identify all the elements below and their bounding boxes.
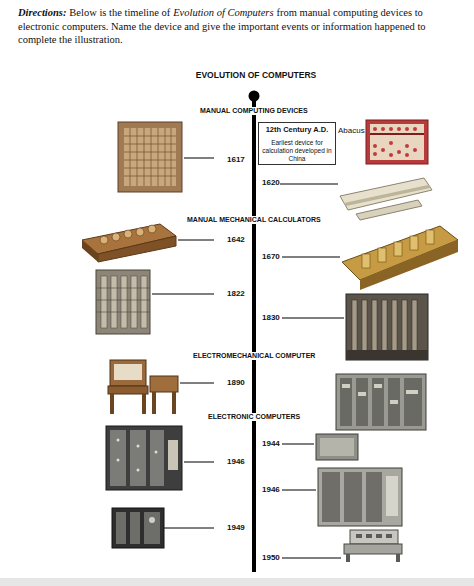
event-box: 12th Century A.D. Earliest device for cal… [258, 122, 336, 165]
year-label: 1949 [227, 523, 245, 532]
timeline-line [252, 96, 256, 572]
univac-console-picture [344, 530, 402, 562]
bottom-band [0, 578, 474, 586]
year-label: 1944 [262, 439, 280, 448]
analytical-engine-picture [346, 294, 428, 360]
device-name: Abacus [338, 126, 365, 135]
directions-paragraph: Directions:Below is the timeline ofEvolu… [18, 6, 462, 47]
timeline-dot [249, 91, 260, 102]
year-label: 1946 [262, 485, 280, 494]
event-description: Earliest device for calculation develope… [262, 139, 332, 162]
section-heading: ELECTROMECHANICAL COMPUTER [191, 352, 317, 360]
section-heading: MANUAL MECHANICAL CALCULATORS [185, 216, 323, 224]
section-heading: MANUAL COMPUTING DEVICES [198, 107, 310, 115]
mark-i-picture [336, 374, 426, 430]
year-label: 1890 [227, 378, 245, 387]
eniac-picture [106, 426, 182, 490]
abacus-picture [366, 120, 428, 164]
pascaline-picture [82, 224, 176, 262]
year-label: 1617 [227, 155, 245, 164]
diagram-title: EVOLUTION OF COMPUTERS [196, 71, 316, 81]
edsac-picture [112, 508, 164, 548]
napier-bones-picture [118, 122, 182, 192]
year-label: 1830 [262, 313, 280, 322]
edvac-picture [316, 434, 402, 526]
tabulating-machine-picture [108, 360, 178, 414]
year-label: 1620 [262, 178, 280, 187]
year-label: 1822 [227, 289, 245, 298]
directions-text: Below is the timeline of [69, 7, 170, 18]
leader-lines [152, 158, 344, 558]
directions-text: Evolution of Computers [173, 7, 273, 18]
stepped-reckoner-picture [342, 226, 458, 290]
section-heading: ELECTRONIC COMPUTERS [206, 413, 302, 421]
year-label: 1670 [262, 252, 280, 261]
year-label: 1642 [227, 235, 245, 244]
year-label: 1946 [227, 457, 245, 466]
year-label: 1950 [262, 553, 280, 562]
directions-lead: Directions: [18, 7, 66, 18]
slide-rule-picture [340, 178, 432, 220]
event-date: 12th Century A.D. [262, 125, 332, 134]
difference-engine-picture [96, 270, 150, 334]
